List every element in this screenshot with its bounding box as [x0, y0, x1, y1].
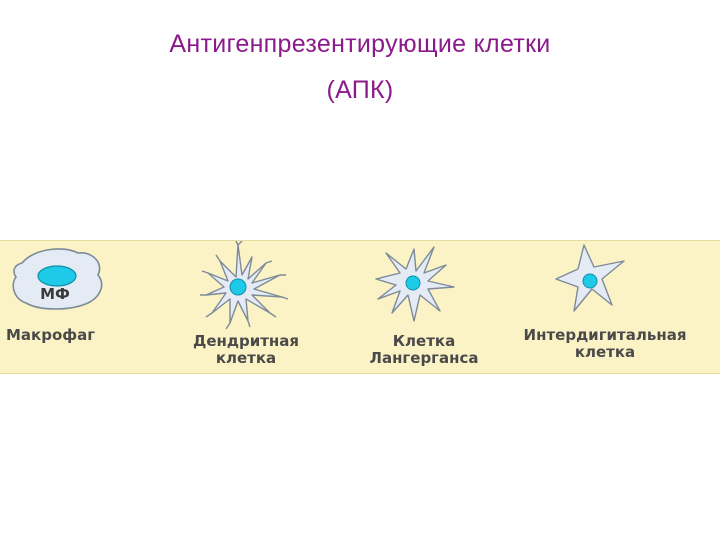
- cells-illustration: МФ: [12, 241, 625, 330]
- page-title: Антигенпрезентирующие клетки: [169, 30, 551, 58]
- cells-band: МФ Макрофаг Дендритная клетка Клетка Лан…: [0, 240, 720, 374]
- macrophage-nucleus: [37, 265, 77, 287]
- macrophage-label: Макрофаг: [6, 326, 96, 344]
- langerhans-cell-icon: [375, 246, 455, 322]
- macrophage-abbrev: МФ: [40, 285, 70, 303]
- page-subtitle: (АПК): [326, 76, 394, 104]
- interdigitating-cell-label: Интердигитальная клетка: [523, 326, 687, 361]
- interdigitating-cell-icon: [555, 244, 625, 312]
- dendritic-cell-icon: [200, 241, 289, 330]
- macrophage-icon: МФ: [12, 248, 103, 310]
- dendritic-cell-label: Дендритная клетка: [192, 332, 300, 367]
- langerhans-cell-label: Клетка Лангерганса: [369, 332, 479, 367]
